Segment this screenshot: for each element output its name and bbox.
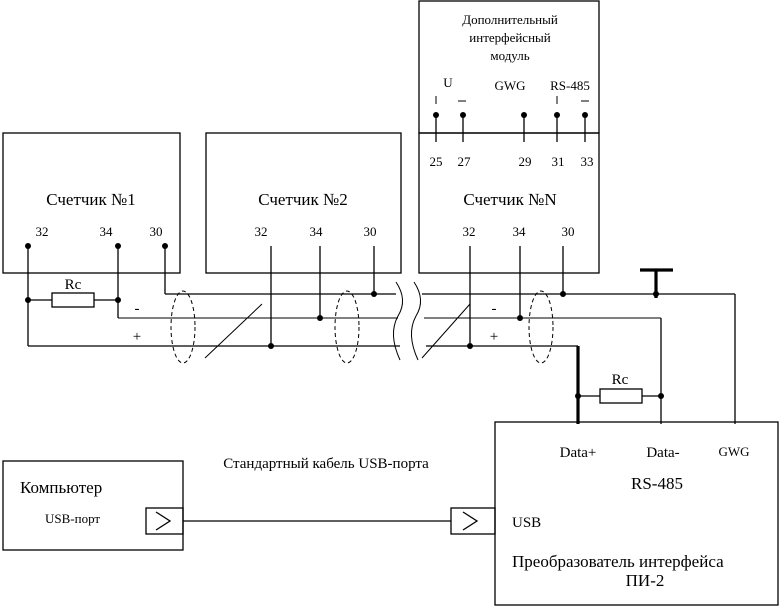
computer-usb-port-label: USB-порт bbox=[45, 511, 100, 526]
converter-rs485-label: RS-485 bbox=[631, 474, 683, 493]
addon-pin-27-dot bbox=[460, 112, 466, 118]
meter-1-terminal-34: 34 bbox=[100, 224, 114, 239]
addon-pin-25: 25 bbox=[430, 154, 443, 169]
meter-1-rc-dot-left bbox=[25, 297, 31, 303]
addon-pin-29-dot bbox=[521, 112, 527, 118]
twist-mark-2 bbox=[421, 303, 471, 359]
addon-pin-33-dot bbox=[582, 112, 588, 118]
usb-connector-right-arrow-icon bbox=[462, 511, 479, 531]
addon-label-rs485: RS-485 bbox=[550, 78, 590, 93]
computer: Компьютер USB-порт bbox=[2, 460, 184, 551]
meter-2: Счетчик №2 32 34 30 bbox=[205, 132, 402, 274]
converter-gwg-label: GWG bbox=[718, 444, 749, 459]
meter-1-pin-30-dot bbox=[162, 243, 168, 249]
addon-module-title-line-3: модуль bbox=[490, 48, 529, 63]
bus-break-right bbox=[411, 281, 421, 361]
converter-usb-label: USB bbox=[512, 515, 541, 531]
shield-ellipse-1 bbox=[170, 290, 196, 364]
meter-n-gwg-junction bbox=[560, 291, 566, 297]
meter-1-pin-32-dot bbox=[25, 243, 31, 249]
meter-n-terminal-32: 32 bbox=[463, 224, 476, 239]
rs485-bus: Rc - + - + bbox=[25, 243, 736, 424]
meter-1-box bbox=[2, 132, 181, 274]
addon-module: Дополнительный интерфейсный модуль U GWG… bbox=[418, 0, 600, 169]
computer-title: Компьютер bbox=[20, 478, 102, 497]
usb-connector-left bbox=[145, 507, 184, 535]
meter-2-terminal-32: 32 bbox=[255, 224, 268, 239]
addon-module-title-line-1: Дополнительный bbox=[462, 12, 558, 27]
addon-pin-31-dot bbox=[554, 112, 560, 118]
meter-n-terminal-34: 34 bbox=[513, 224, 527, 239]
addon-pin-25-dot bbox=[433, 112, 439, 118]
computer-box bbox=[2, 460, 184, 551]
conv-rc-dot-left bbox=[575, 393, 581, 399]
addon-pin-27: 27 bbox=[458, 154, 472, 169]
bus-minus-label-1: - bbox=[135, 301, 140, 317]
meter-n-minus-junction bbox=[517, 315, 523, 321]
converter-data-minus-label: Data- bbox=[646, 445, 679, 461]
addon-module-box bbox=[418, 0, 600, 134]
meter-1-rc-dot-right bbox=[115, 297, 121, 303]
meter-1-rc-label: Rc bbox=[65, 277, 82, 293]
meter-n-plus-junction bbox=[467, 343, 473, 349]
meter-2-gwg-junction bbox=[371, 291, 377, 297]
addon-module-title-line-2: интерфейсный bbox=[469, 30, 550, 45]
bus-break-left bbox=[393, 281, 403, 361]
meter-2-terminal-30: 30 bbox=[364, 224, 377, 239]
meter-2-title: Счетчик №2 bbox=[258, 190, 348, 209]
conv-rc-resistor bbox=[599, 388, 643, 404]
addon-pin-29: 29 bbox=[519, 154, 532, 169]
meter-n: Счетчик №N 32 34 30 bbox=[418, 132, 600, 274]
shield-ellipse-2 bbox=[334, 290, 360, 364]
meter-2-minus-junction bbox=[317, 315, 323, 321]
meter-1-terminal-30: 30 bbox=[150, 224, 163, 239]
addon-label-u: U bbox=[443, 75, 453, 90]
usb-connector-left-arrow-icon bbox=[155, 511, 172, 531]
meter-1-title: Счетчик №1 bbox=[46, 190, 136, 209]
bus-plus-label-n: + bbox=[490, 329, 498, 345]
usb-cable-label: Стандартный кабель USB-порта bbox=[223, 456, 429, 472]
usb-connector-right bbox=[450, 507, 496, 535]
converter-model: ПИ-2 bbox=[626, 571, 665, 590]
converter-data-plus-label: Data+ bbox=[560, 445, 597, 461]
meter-1: Счетчик №1 32 34 30 bbox=[2, 132, 181, 274]
addon-pin-33: 33 bbox=[581, 154, 594, 169]
twist-mark-1 bbox=[204, 303, 263, 359]
meter-n-title: Счетчик №N bbox=[463, 190, 556, 209]
meter-n-terminal-30: 30 bbox=[562, 224, 575, 239]
shield-ellipse-3 bbox=[528, 290, 554, 364]
meter-1-rc-resistor bbox=[51, 292, 95, 308]
addon-label-gwg: GWG bbox=[494, 78, 525, 93]
converter-pi2: Data+ Data- GWG RS-485 USB Преобразовате… bbox=[494, 421, 779, 606]
bus-plus-label-1: + bbox=[133, 329, 141, 345]
usb-cable: Стандартный кабель USB-порта bbox=[145, 456, 496, 535]
meter-2-box bbox=[205, 132, 402, 274]
meter-2-plus-junction bbox=[268, 343, 274, 349]
addon-pin-31: 31 bbox=[552, 154, 565, 169]
conv-rc-dot-right bbox=[658, 393, 664, 399]
meter-2-terminal-34: 34 bbox=[310, 224, 324, 239]
bus-minus-label-n: - bbox=[492, 301, 497, 317]
meter-1-pin-34-dot bbox=[115, 243, 121, 249]
meter-1-terminal-32: 32 bbox=[36, 224, 49, 239]
conv-rc-label: Rc bbox=[612, 372, 629, 388]
converter-title: Преобразователь интерфейса bbox=[512, 552, 724, 571]
ground-junction bbox=[653, 291, 659, 297]
